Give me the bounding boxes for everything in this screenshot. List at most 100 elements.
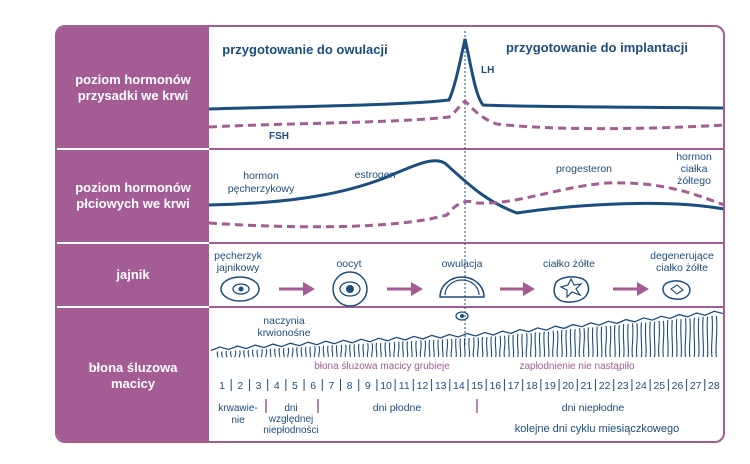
- endometrial-gland: [252, 349, 259, 358]
- arrow-right-icon: [500, 282, 535, 296]
- day-number: 5: [292, 380, 298, 392]
- endometrial-gland: [702, 316, 709, 358]
- progesterone-label: progesteron: [556, 163, 612, 175]
- endometrial-gland: [561, 329, 568, 358]
- endometrial-gland: [622, 324, 629, 358]
- endometrial-gland: [675, 319, 682, 358]
- endometrial-gland: [393, 341, 400, 358]
- ovulation-icon: [439, 276, 485, 321]
- arrow-right-icon: [613, 282, 649, 296]
- endometrial-gland: [525, 333, 532, 358]
- follicle-hormone-label-2: pęcherzykowy: [228, 183, 295, 195]
- endometrial-gland: [410, 340, 418, 358]
- endometrial-gland: [243, 349, 250, 358]
- day-number: 2: [237, 380, 243, 392]
- day-number: 22: [599, 380, 611, 392]
- menstruation-label-1: krwawie-: [218, 403, 257, 414]
- degenerating-corpus-icon: [662, 280, 691, 300]
- endometrial-gland: [260, 348, 268, 358]
- endometrial-gland: [375, 342, 382, 358]
- endometrial-gland: [305, 346, 312, 358]
- endometrial-gland: [587, 327, 594, 358]
- day-number: 28: [708, 380, 720, 392]
- day-number: 12: [417, 380, 429, 392]
- phase-ovulation-prep: przygotowanie do owulacji: [222, 42, 387, 57]
- endometrial-gland: [340, 344, 347, 358]
- endometrial-gland: [419, 340, 427, 358]
- row-label-pituitary: poziom hormonów przysadki we krwi: [75, 71, 191, 103]
- follicle-icon: [220, 276, 260, 302]
- day-number: 14: [453, 380, 465, 392]
- day-number: 1: [219, 380, 225, 392]
- day-number: 11: [399, 380, 410, 392]
- fsh-label: FSH: [269, 131, 289, 142]
- cycle-days-caption: kolejne dni cyklu miesiączkowego: [515, 423, 679, 435]
- oocyte-icon: [332, 271, 368, 307]
- day-number: 23: [617, 380, 629, 392]
- endometrial-gland: [402, 341, 409, 358]
- day-number: 20: [562, 380, 574, 392]
- diagram-canvas: przygotowanie do owulacji przygotowanie …: [208, 31, 723, 436]
- follicle-hormone-label-1: hormon: [243, 170, 279, 182]
- follicle-label-1: pęcherzyk: [214, 250, 263, 262]
- estrogen-curve: [208, 159, 723, 215]
- row-divider: [209, 148, 723, 150]
- cycle-diagram: poziom hormonów przysadki we krwi poziom…: [55, 25, 725, 443]
- progesterone-curve: [208, 181, 723, 229]
- menstruation-label-2: nie: [231, 415, 245, 426]
- arrow-right-icon: [387, 282, 423, 296]
- row-label-ovary: jajnik: [116, 267, 150, 282]
- day-number: 8: [347, 380, 353, 392]
- endometrial-gland: [569, 329, 576, 358]
- day-number: 4: [274, 380, 280, 392]
- endometrial-gland: [358, 343, 365, 358]
- no-fertilization-label: zapłodnienie nie nastąpiło: [519, 361, 635, 372]
- degenerating-label-1: degenerujące: [650, 250, 714, 262]
- vessels-label-1: naczynia: [263, 315, 305, 327]
- endometrial-gland: [605, 325, 612, 358]
- day-number: 6: [310, 380, 316, 392]
- endometrial-gland: [640, 322, 647, 358]
- endometrium-surface: [210, 310, 723, 352]
- endometrial-gland: [269, 348, 276, 358]
- day-number: 16: [489, 380, 501, 392]
- endometrial-gland: [578, 328, 585, 358]
- day-number: 17: [508, 380, 520, 392]
- thickens-label: błona śluzowa macicy grubieje: [314, 361, 450, 372]
- endometrial-gland: [684, 318, 691, 358]
- endometrial-gland: [216, 351, 223, 358]
- day-number: 18: [526, 380, 538, 392]
- relative-infertile-label-2: względnej: [268, 414, 313, 425]
- day-number: 24: [635, 380, 647, 392]
- endometrial-gland: [614, 324, 621, 358]
- lh-label: LH: [481, 65, 494, 76]
- endometrial-gland: [631, 323, 638, 358]
- endometrial-gland: [437, 339, 444, 358]
- day-number: 25: [653, 380, 665, 392]
- row-divider: [209, 306, 723, 308]
- corpus-hormone-label-2: ciałka: [681, 163, 708, 175]
- day-number: 7: [328, 380, 334, 392]
- endometrial-gland: [313, 346, 321, 358]
- endometrial-gland: [366, 343, 374, 358]
- endometrial-gland: [666, 319, 674, 358]
- endometrial-gland: [508, 334, 515, 358]
- endometrial-gland: [296, 347, 303, 358]
- endometrial-gland: [472, 337, 479, 358]
- relative-infertile-label-1: dni: [284, 403, 297, 414]
- endometrial-gland: [596, 326, 603, 358]
- endometrium-lining: [210, 310, 723, 358]
- endometrial-gland: [278, 347, 285, 358]
- endometrial-gland: [693, 317, 700, 358]
- fertile-days-label: dni płodne: [373, 402, 422, 414]
- endometrial-gland: [234, 350, 241, 358]
- endometrial-gland: [490, 336, 497, 358]
- endometrial-gland: [658, 320, 665, 358]
- endometrial-gland: [455, 338, 462, 358]
- day-number: 27: [690, 380, 702, 392]
- endometrial-gland: [384, 342, 391, 358]
- day-number: 10: [380, 380, 392, 392]
- endometrial-gland: [516, 333, 524, 358]
- day-number: 3: [256, 380, 262, 392]
- endometrial-gland: [225, 350, 232, 358]
